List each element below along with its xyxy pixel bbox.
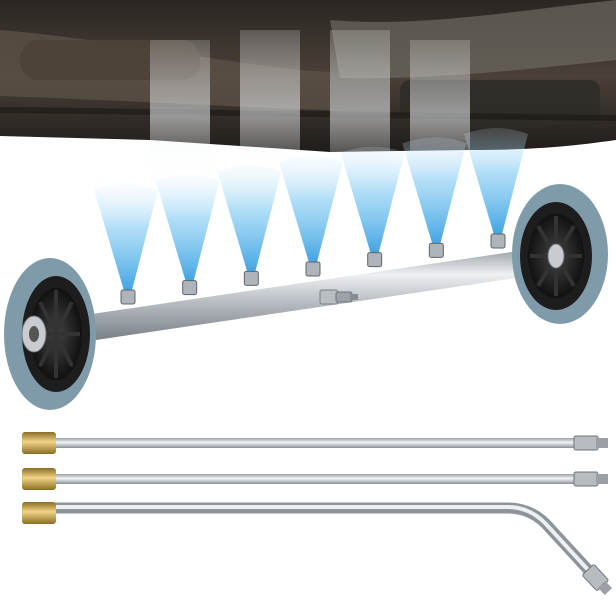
spray-fan xyxy=(464,128,528,238)
spray-fan xyxy=(155,174,220,285)
spray-nozzle xyxy=(490,233,506,249)
vehicle-undercarriage xyxy=(0,0,616,152)
spray-nozzle xyxy=(305,261,321,277)
right-wheel xyxy=(512,184,608,324)
spray-fan xyxy=(94,184,158,294)
spray-fan xyxy=(217,165,282,276)
spray-fan xyxy=(402,137,467,248)
spray-nozzle xyxy=(120,289,136,305)
straight-wand-1 xyxy=(22,432,608,454)
undercarriage-cleaner xyxy=(4,184,608,410)
spray-nozzle xyxy=(182,280,198,296)
spray-fan xyxy=(279,156,343,266)
spray-nozzle xyxy=(243,270,259,286)
straight-wand-2 xyxy=(22,468,608,490)
spray-fan xyxy=(340,146,405,257)
angled-wand xyxy=(22,502,613,595)
water-sprays xyxy=(94,128,528,294)
spray-nozzle xyxy=(428,242,444,258)
spray-nozzles xyxy=(120,233,506,305)
inlet-coupler xyxy=(319,289,358,305)
extension-wands xyxy=(22,432,613,595)
left-wheel xyxy=(4,258,96,410)
spray-nozzle xyxy=(367,252,383,268)
